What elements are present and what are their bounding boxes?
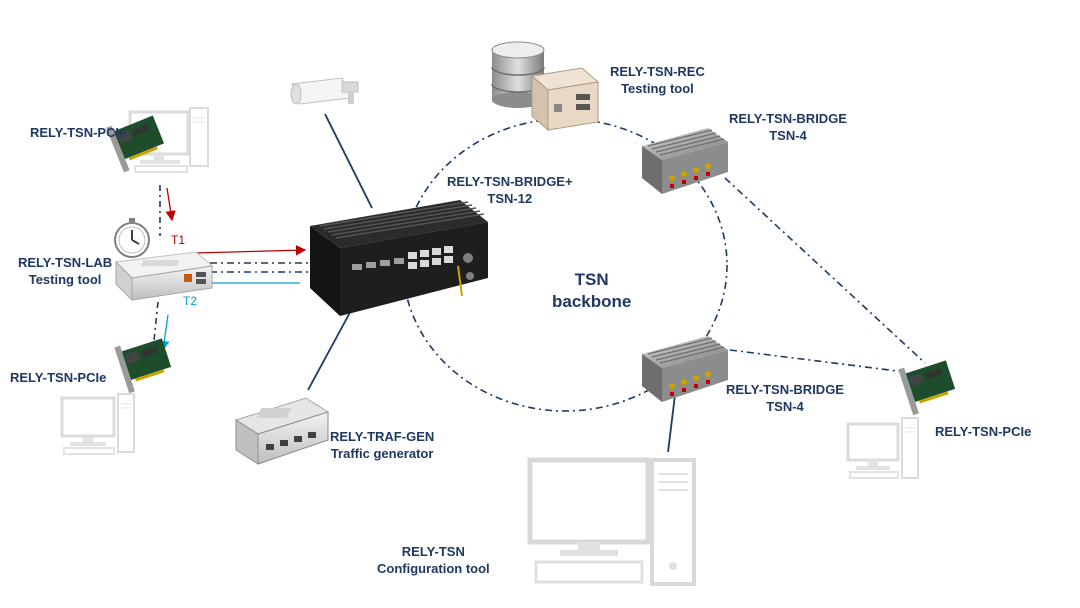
- label-bridge-bottom-line2: TSN-4: [766, 399, 804, 414]
- label-backbone-line2: backbone: [552, 292, 632, 311]
- clock-icon: [114, 218, 150, 258]
- pcie-card-icon: [898, 360, 956, 416]
- label-traffic-gen-line1: RELY-TRAF-GEN: [330, 429, 435, 444]
- link-pcie-bottom-blue-arrow: [159, 314, 170, 352]
- timestamp-t1: T1: [171, 233, 186, 247]
- label-bridge-plus-line2: TSN-12: [487, 191, 533, 206]
- label-rec: RELY-TSN-REC Testing tool: [610, 63, 705, 97]
- label-rec-line1: RELY-TSN-REC: [610, 64, 705, 79]
- pcie-card-icon: [106, 115, 165, 173]
- label-traffic-gen: RELY-TRAF-GEN Traffic generator: [330, 428, 434, 462]
- label-pcie-left-bottom: RELY-TSN-PCIe: [10, 369, 106, 386]
- label-bridge-bottom-line1: RELY-TSN-BRIDGE: [726, 382, 844, 397]
- link-config-to-bridge-bottom: [667, 394, 676, 453]
- label-bridge-plus-line1: RELY-TSN-BRIDGE+: [447, 174, 573, 189]
- rec-device-icon: [530, 67, 600, 132]
- label-bridge-top-line2: TSN-4: [769, 128, 807, 143]
- label-pcie-right: RELY-TSN-PCIe: [935, 423, 1031, 440]
- label-pcie-left-bottom-line1: RELY-TSN-PCIe: [10, 370, 107, 385]
- label-pcie-top: RELY-TSN-PCIe: [30, 124, 126, 141]
- label-lab: RELY-TSN-LAB Testing tool: [18, 254, 112, 288]
- label-config-line2: Configuration tool: [377, 561, 490, 576]
- label-pcie-right-line1: RELY-TSN-PCIe: [935, 424, 1032, 439]
- link-camera-to-bridge-plus: [324, 113, 373, 209]
- desktop-computer-icon: [128, 107, 209, 173]
- label-bridge-top: RELY-TSN-BRIDGE TSN-4: [729, 110, 847, 144]
- switch-device-icon: [642, 128, 728, 194]
- link-pcie-top-red-arrow: [165, 187, 176, 222]
- desktop-computer-icon: [846, 417, 919, 479]
- camera-icon: [290, 77, 359, 105]
- switch-device-icon: [642, 336, 728, 402]
- label-backbone: TSN backbone: [552, 269, 631, 313]
- label-bridge-top-line1: RELY-TSN-BRIDGE: [729, 111, 847, 126]
- pcie-card-icon: [114, 338, 172, 394]
- label-config-line1: RELY-TSN: [401, 544, 465, 559]
- link-bridge-top-to-pcie-right: [724, 177, 926, 364]
- label-traffic-gen-line2: Traffic generator: [330, 446, 434, 461]
- switch-device-icon: [310, 200, 488, 316]
- timestamp-t2: T2: [183, 294, 198, 308]
- label-bridge-bottom: RELY-TSN-BRIDGE TSN-4: [726, 381, 844, 415]
- label-lab-line2: Testing tool: [28, 272, 102, 287]
- link-bridge-bottom-to-pcie-right: [729, 349, 906, 373]
- traffic-generator-device-icon: [234, 397, 330, 465]
- label-config: RELY-TSN Configuration tool: [377, 543, 490, 577]
- label-lab-line1: RELY-TSN-LAB: [18, 255, 113, 270]
- desktop-computer-icon: [60, 393, 135, 455]
- lab-device-icon: [114, 251, 214, 302]
- desktop-computer-icon: [527, 457, 696, 586]
- link-t1-arrow: [194, 245, 307, 256]
- label-pcie-top-line1: RELY-TSN-PCIe: [30, 125, 127, 140]
- label-backbone-line1: TSN: [574, 270, 609, 289]
- label-rec-line2: Testing tool: [621, 81, 694, 96]
- label-bridge-plus: RELY-TSN-BRIDGE+ TSN-12: [447, 173, 573, 207]
